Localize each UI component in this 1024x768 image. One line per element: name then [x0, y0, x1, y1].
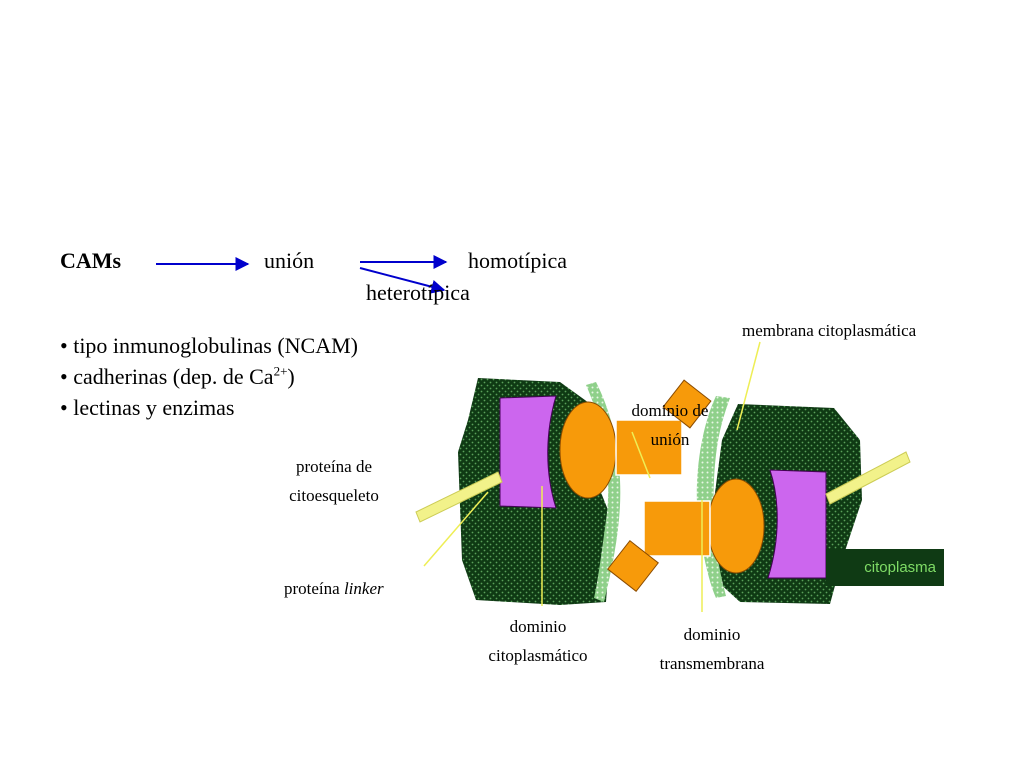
pointer-linker [423, 491, 489, 567]
label-proteina-linker: proteína linker [284, 579, 384, 598]
right-filament [825, 451, 911, 505]
cams-label: CAMs [60, 248, 122, 273]
right-domain-oval [707, 478, 765, 574]
homotipica-label: homotípica [468, 248, 567, 273]
pointer-membrana [736, 341, 761, 431]
label-dominio-citoplasmatico: dominio citoplasmático [488, 617, 588, 665]
right-domain-rect [643, 500, 711, 557]
heterotipica-label: heterotípica [366, 280, 470, 305]
label-dominio-transmembrana: dominio transmembrana [659, 625, 765, 673]
diamond-top [662, 379, 712, 429]
label-citoplasma: citoplasma [826, 549, 944, 586]
label-dominio-union: dominio de unión [631, 401, 709, 449]
right-cadherin [767, 469, 827, 579]
bullet-cadherinas: • cadherinas (dep. de Ca2+) [60, 363, 295, 389]
label-proteina-citoesqueleto: proteína de citoesqueleto [289, 457, 379, 505]
left-filament [415, 471, 503, 523]
label-membrana: membrana citoplasmática [742, 321, 917, 340]
bullet-inmunoglobulinas: • tipo inmunoglobulinas (NCAM) [60, 333, 358, 358]
union-label: unión [264, 248, 315, 273]
arrow-union-heterotipica [359, 267, 446, 294]
left-cadherin [499, 395, 557, 509]
diamond-bottom [607, 540, 659, 592]
bullet-lectinas: • lectinas y enzimas [60, 395, 235, 420]
pointer-dominio-union [631, 431, 651, 479]
